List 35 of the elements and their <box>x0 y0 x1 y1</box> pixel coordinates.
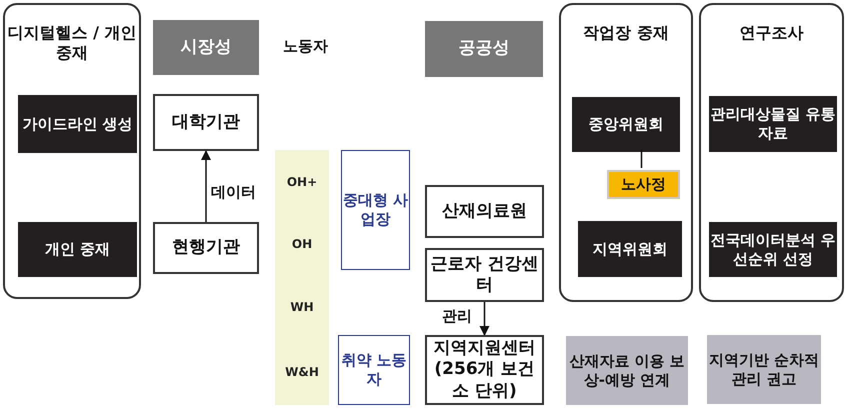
process-box: 가이드라인 생성 <box>18 95 137 153</box>
level-label: WH <box>289 300 315 315</box>
rounded-panel <box>559 3 693 302</box>
process-box: 중앙위원회 <box>572 97 680 152</box>
group-box: 중대형 사업장 <box>341 150 410 270</box>
level-label: OH <box>290 237 314 252</box>
process-box: 지역지원센터 (256개 보건소 단위) <box>425 335 544 405</box>
process-box: 현행기관 <box>153 222 259 274</box>
rounded-panel <box>699 3 844 302</box>
note-box: 산재자료 이용 보상-예방 연계 <box>566 336 688 405</box>
level-band <box>275 150 329 405</box>
highlight-box: 노사정 <box>607 170 680 199</box>
connector-line <box>640 150 642 168</box>
process-box: 근로자 건강센터 <box>425 248 544 302</box>
group-box: 취약 노동자 <box>338 335 410 405</box>
category-box: 시장성 <box>153 20 259 75</box>
process-box: 전국데이터분석 우선순위 선정 <box>709 222 837 277</box>
edge-label: 관리 <box>441 307 473 326</box>
process-box: 개인 중재 <box>18 222 137 277</box>
category-box: 공공성 <box>425 21 543 77</box>
rounded-panel <box>3 3 141 299</box>
arrow <box>480 302 490 336</box>
process-box: 대학기관 <box>153 94 259 151</box>
panel-heading: 디지털헬스 / 개인중재 <box>6 23 138 63</box>
note-box: 지역기반 순차적 관리 권고 <box>707 335 821 404</box>
level-label: W&H <box>284 365 320 380</box>
process-box: 산재의료원 <box>425 185 544 238</box>
edge-label: 데이터 <box>210 183 257 202</box>
level-label: OH+ <box>286 175 318 190</box>
axis-label: 노동자 <box>283 37 328 56</box>
panel-heading: 작업장 중재 <box>582 23 670 43</box>
panel-heading: 연구조사 <box>738 23 804 43</box>
process-box: 관리대상물질 유통 자료 <box>709 96 837 152</box>
process-box: 지역위원회 <box>578 221 682 277</box>
arrow <box>201 150 211 222</box>
